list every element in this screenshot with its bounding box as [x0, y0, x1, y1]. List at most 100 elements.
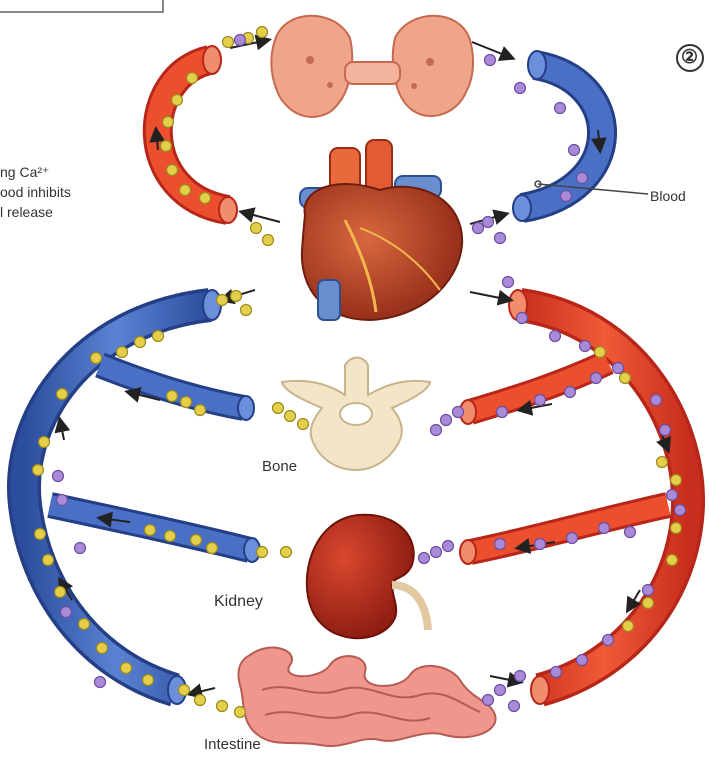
- hormone-particle: [443, 541, 454, 552]
- calcium-particle: [623, 621, 634, 632]
- bone-label: Bone: [262, 458, 297, 475]
- hormone-particle: [453, 407, 464, 418]
- hormone-particle: [509, 701, 520, 712]
- kidney-label: Kidney: [214, 593, 263, 611]
- hormone-particle: [643, 585, 654, 596]
- calcium-particle: [223, 37, 234, 48]
- calcium-particle: [57, 389, 68, 400]
- calcium-particle: [55, 587, 66, 598]
- vessel-opening: [513, 195, 531, 221]
- calcium-particle: [643, 598, 654, 609]
- hormone-particle: [675, 505, 686, 516]
- calcium-inhibits-release-caption: ng Ca²⁺ ood inhibits l release: [0, 162, 71, 222]
- hormone-particle: [485, 55, 496, 66]
- calcium-particle: [143, 675, 154, 686]
- intestine: [238, 648, 495, 746]
- caption-line: ood inhibits: [0, 182, 71, 202]
- blood-label: Blood: [650, 188, 686, 204]
- vessel-opening: [460, 540, 476, 564]
- calcium-particle: [91, 353, 102, 364]
- hormone-particle: [495, 539, 506, 550]
- hormone-particle: [567, 533, 578, 544]
- calcium-particle: [145, 525, 156, 536]
- calcium-particle: [273, 403, 284, 414]
- calcium-particle: [620, 373, 631, 384]
- hormone-particle: [515, 83, 526, 94]
- calcium-particle: [165, 531, 176, 542]
- calcium-particle: [33, 465, 44, 476]
- calcium-particle: [187, 73, 198, 84]
- caption-line: ng Ca²⁺: [0, 162, 71, 182]
- calcium-particle: [595, 347, 606, 358]
- hormone-particle: [515, 671, 526, 682]
- hormone-particle: [651, 395, 662, 406]
- hormone-particle: [591, 373, 602, 384]
- kidney: [307, 515, 428, 638]
- hormone-particle: [483, 217, 494, 228]
- calcium-particle: [172, 95, 183, 106]
- vessel-opening: [203, 290, 221, 320]
- hormone-particle: [555, 103, 566, 114]
- calcium-particle: [153, 331, 164, 342]
- calcium-particle: [97, 643, 108, 654]
- hormone-particle: [57, 495, 68, 506]
- calcium-particle: [179, 685, 190, 696]
- calcium-particle: [667, 555, 678, 566]
- hormone-particle: [613, 363, 624, 374]
- calcium-particle: [257, 27, 268, 38]
- hormone-particle: [431, 547, 442, 558]
- hormone-particle: [580, 341, 591, 352]
- hormone-particle: [603, 635, 614, 646]
- step-number-label: ②: [681, 46, 698, 69]
- calcium-particle: [281, 547, 292, 558]
- calcium-particle: [657, 457, 668, 468]
- hormone-particle: [561, 191, 572, 202]
- flow-arrow: [190, 688, 215, 694]
- calcium-particle: [263, 235, 274, 246]
- calcium-particle: [671, 475, 682, 486]
- hormone-particle: [235, 35, 246, 46]
- vessel-opening: [203, 46, 221, 74]
- calcium-particle: [217, 295, 228, 306]
- hormone-particle: [61, 607, 72, 618]
- caption-line: l release: [0, 202, 71, 222]
- calcium-particle: [39, 437, 50, 448]
- hormone-particle: [565, 387, 576, 398]
- hormone-particle: [483, 695, 494, 706]
- calcium-particle: [121, 663, 132, 674]
- hormone-particle: [550, 331, 561, 342]
- calcium-particle: [167, 391, 178, 402]
- calcium-particle: [231, 291, 242, 302]
- hormone-particle: [660, 425, 671, 436]
- flow-arrow: [60, 420, 64, 440]
- hormone-particle: [667, 490, 678, 501]
- calcium-particle: [195, 405, 206, 416]
- calcium-particle: [257, 547, 268, 558]
- hormone-particle: [535, 395, 546, 406]
- hormone-particle: [495, 685, 506, 696]
- hormone-particle: [495, 233, 506, 244]
- calcium-particle: [191, 535, 202, 546]
- hormone-particle: [569, 145, 580, 156]
- calcium-particle: [117, 347, 128, 358]
- flow-arrow: [242, 212, 280, 222]
- vessel-opening: [528, 51, 546, 79]
- calcium-particle: [43, 555, 54, 566]
- calcium-particle: [79, 619, 90, 630]
- calcium-particle: [161, 141, 172, 152]
- thyroid-gland: [271, 16, 473, 117]
- calcium-particle: [35, 529, 46, 540]
- hormone-particle: [625, 527, 636, 538]
- calcium-particle: [285, 411, 296, 422]
- calcium-particle: [251, 223, 262, 234]
- hormone-particle: [551, 667, 562, 678]
- calcium-particle: [167, 165, 178, 176]
- hormone-particle: [419, 553, 430, 564]
- hormone-particle: [431, 425, 442, 436]
- bone-vertebra: [282, 358, 430, 471]
- hormone-particle: [75, 543, 86, 554]
- calcium-particle: [195, 695, 206, 706]
- vessel-opening: [238, 396, 254, 420]
